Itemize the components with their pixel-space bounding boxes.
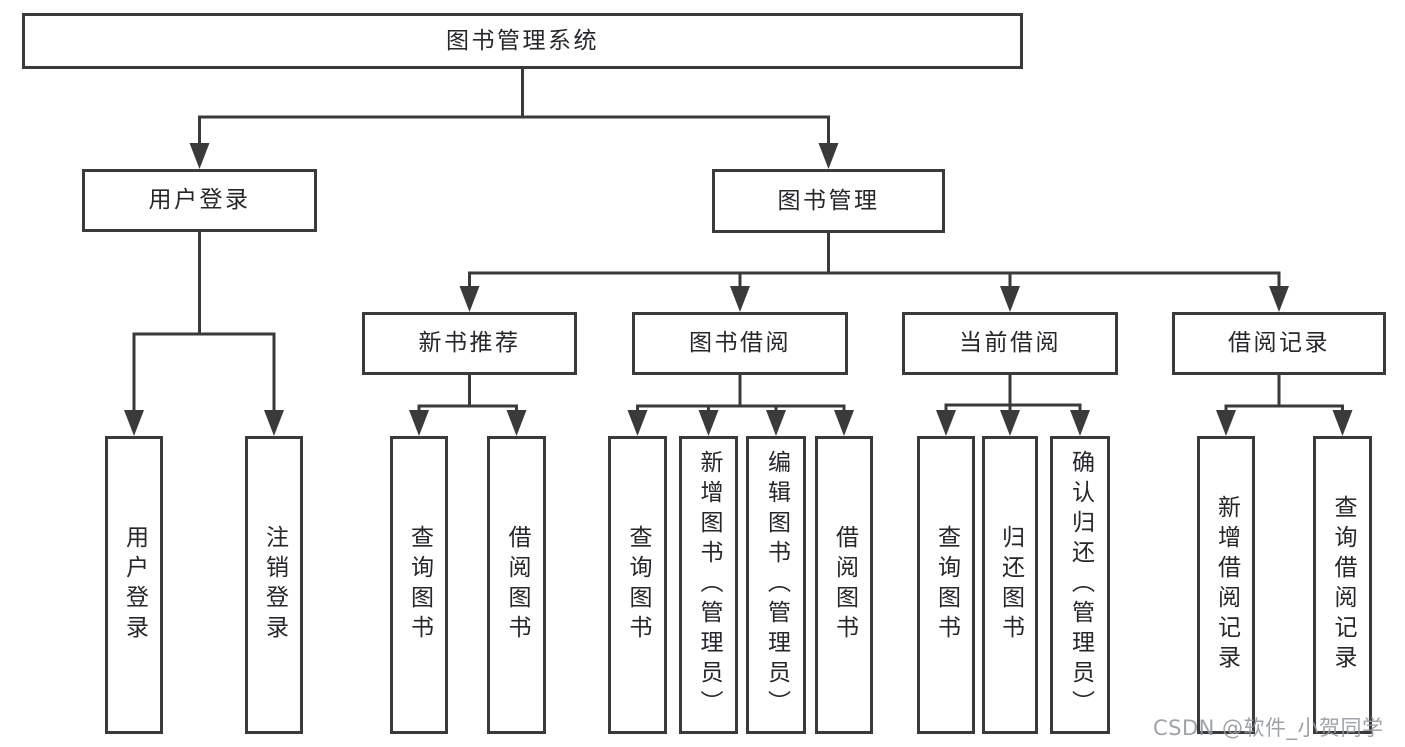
node-leaf-logout: 注销登录 (245, 436, 303, 734)
node-current-borrowing: 当前借阅 (902, 312, 1118, 375)
arrowhead-leaf-bb-borrow (834, 410, 854, 436)
node-leaf-cb-return: 归还图书 (982, 436, 1038, 734)
node-leaf-user-login: 用户登录 (105, 436, 163, 734)
node-label-leaf-bb-add: 新增图书（管理员） (696, 450, 722, 720)
node-label-book-management: 图书管理 (777, 187, 880, 214)
node-book-management: 图书管理 (712, 169, 945, 233)
node-label-leaf-bb-borrow: 借阅图书 (831, 525, 858, 645)
arrowhead-book-borrowing (730, 286, 750, 312)
arrowhead-leaf-nb-query (409, 410, 429, 436)
node-label-leaf-cb-query: 查询图书 (933, 525, 960, 645)
node-label-leaf-cb-confirm: 确认归还（管理员） (1067, 450, 1094, 720)
node-label-leaf-logout: 注销登录 (261, 525, 288, 645)
node-leaf-nb-borrow: 借阅图书 (487, 436, 546, 734)
node-new-book-recommend: 新书推荐 (362, 312, 577, 375)
arrowhead-new-book-recommend (459, 286, 480, 312)
arrowhead-leaf-bb-edit (766, 410, 786, 436)
node-label-leaf-cb-return: 归还图书 (997, 525, 1024, 645)
node-root: 图书管理系统 (22, 13, 1023, 69)
arrowhead-leaf-br-query (1332, 410, 1353, 436)
node-label-current-borrowing: 当前借阅 (959, 330, 1061, 356)
node-leaf-br-query: 查询借阅记录 (1313, 436, 1372, 734)
node-leaf-cb-query: 查询图书 (917, 436, 975, 734)
node-label-root: 图书管理系统 (446, 27, 599, 54)
arrowhead-leaf-cb-confirm (1070, 410, 1090, 436)
node-user-login-group: 用户登录 (82, 169, 317, 232)
node-leaf-br-add: 新增借阅记录 (1197, 436, 1255, 734)
node-label-leaf-br-add: 新增借阅记录 (1213, 495, 1240, 675)
node-borrowing-records: 借阅记录 (1172, 312, 1386, 375)
node-label-book-borrowing: 图书借阅 (689, 330, 791, 356)
node-leaf-bb-add: 新增图书（管理员） (679, 436, 738, 734)
node-label-user-login-group: 用户登录 (148, 187, 251, 213)
node-leaf-cb-confirm: 确认归还（管理员） (1050, 436, 1110, 734)
node-label-leaf-nb-borrow: 借阅图书 (504, 525, 530, 645)
arrowhead-leaf-bb-add (698, 410, 719, 436)
arrowhead-leaf-br-add (1216, 410, 1236, 436)
connector-path (132, 67, 1344, 416)
node-leaf-nb-query: 查询图书 (390, 436, 448, 734)
arrowhead-leaf-user-login (124, 410, 144, 436)
arrowhead-user-login-group (189, 143, 210, 169)
arrowhead-leaf-cb-query (936, 410, 956, 436)
node-label-borrowing-records: 借阅记录 (1228, 330, 1330, 356)
arrowhead-book-management (818, 143, 839, 169)
node-label-leaf-user-login: 用户登录 (121, 525, 148, 645)
node-label-new-book-recommend: 新书推荐 (418, 330, 521, 356)
csdn-watermark: CSDN @软件_小贺同学 (1153, 716, 1384, 740)
node-label-leaf-br-query: 查询借阅记录 (1330, 495, 1356, 675)
node-label-leaf-nb-query: 查询图书 (406, 525, 433, 645)
arrowhead-borrowing-records (1269, 286, 1289, 312)
node-label-leaf-bb-query: 查询图书 (625, 525, 651, 645)
node-leaf-bb-query: 查询图书 (608, 436, 667, 734)
node-leaf-bb-edit: 编辑图书（管理员） (746, 436, 806, 734)
node-book-borrowing: 图书借阅 (632, 312, 848, 375)
arrowhead-current-borrowing (1000, 286, 1020, 312)
arrowhead-leaf-cb-return (1000, 410, 1020, 436)
node-label-leaf-bb-edit: 编辑图书（管理员） (763, 450, 790, 720)
arrowhead-leaf-bb-query (627, 410, 648, 436)
arrowhead-leaf-nb-borrow (506, 410, 527, 436)
arrowhead-leaf-logout (264, 410, 284, 436)
node-leaf-bb-borrow: 借阅图书 (815, 436, 873, 734)
